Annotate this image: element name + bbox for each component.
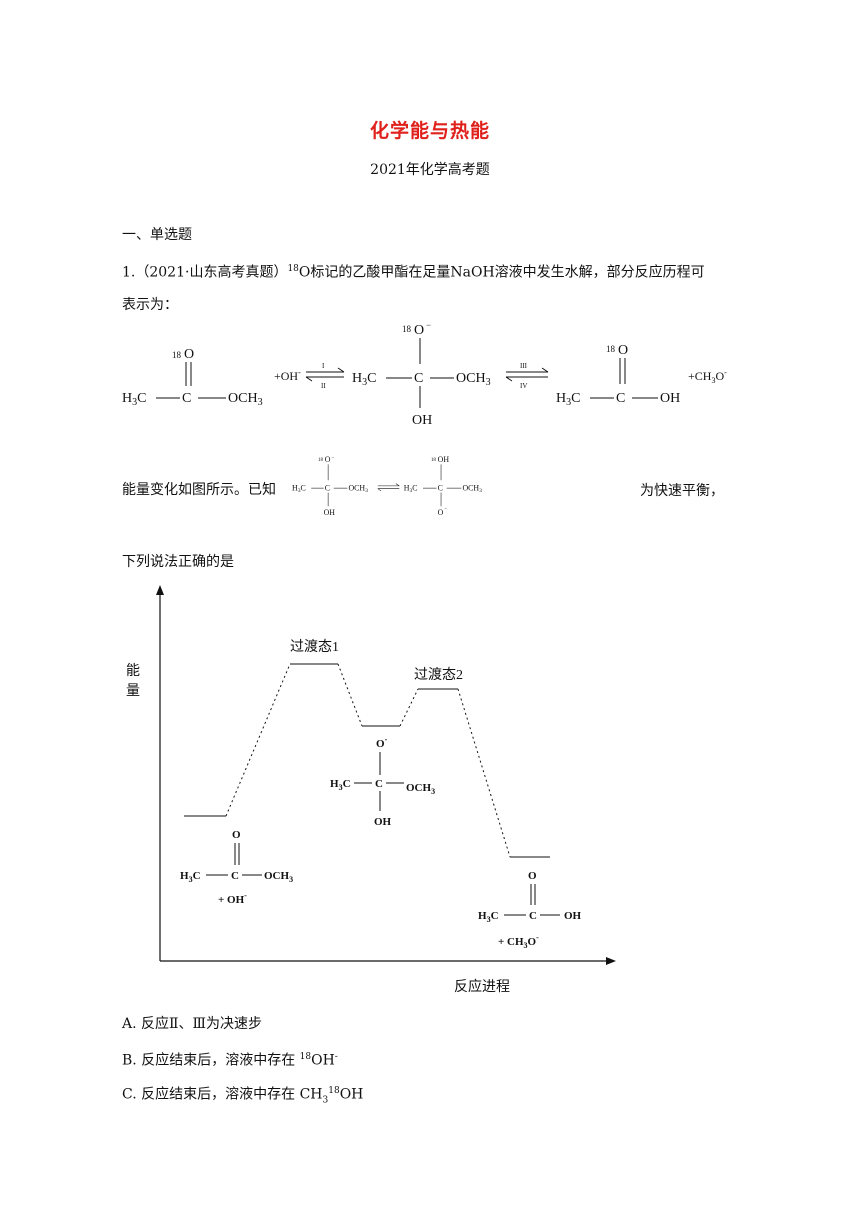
y-label-2: 量 (126, 683, 140, 699)
x-label: 反应进程 (454, 978, 510, 995)
svg-text:−: − (426, 320, 431, 330)
svg-text:OCH3: OCH3 (406, 782, 435, 796)
x-axis-arrow (606, 957, 616, 965)
svg-text:C: C (529, 910, 537, 922)
arrow-label-ii: II (321, 382, 326, 390)
section-heading: 一、单选题 (122, 227, 192, 243)
svg-text:OCH3: OCH3 (264, 870, 293, 884)
svg-text:C: C (438, 483, 443, 492)
option-b[interactable]: B. 反应结束后，溶液中存在 18OH- (122, 1052, 338, 1069)
svg-text:OCH3: OCH3 (348, 483, 368, 494)
fast-equilibrium-scheme: 18 O − H3C C OCH3 OH 18 OH H3C C OCH3 O … (292, 455, 482, 517)
option-a-label: A. (122, 1016, 137, 1032)
arrow-label-i: I (322, 362, 325, 370)
option-c-isotope: 18 (328, 1086, 340, 1096)
option-c[interactable]: C. 反应结束后，溶液中存在 CH318OH (122, 1086, 364, 1106)
page-subtitle: 2021年化学高考题 (370, 162, 490, 178)
svg-text:O: O (438, 508, 444, 517)
energy-diagram: 能 量 反应进程 过渡态1 过渡态2 O- H3C C OCH3 OH O H3… (126, 585, 616, 995)
plus-ch3o: +CH (688, 369, 712, 383)
middle-text-pre: 能量变化如图所示。已知 (122, 482, 276, 498)
svg-text:C: C (231, 870, 239, 882)
svg-text:OH: OH (438, 455, 450, 464)
svg-text:H3C: H3C (180, 870, 201, 884)
svg-text:OH: OH (324, 508, 336, 517)
question-source: （2021·山东高考真题） (135, 264, 288, 281)
svg-text:+ CH3O-: + CH3O- (498, 933, 539, 950)
option-c-text: 反应结束后，溶液中存在 (141, 1086, 296, 1103)
question-stem-line1: 1.（2021·山东高考真题）18O标记的乙酸甲酯在足量NaOH溶液中发生水解，… (122, 259, 705, 283)
option-a[interactable]: A. 反应Ⅱ、Ⅲ为决速步 (122, 1014, 262, 1034)
plus-oh: +OH (274, 369, 298, 383)
svg-text:OCH3: OCH3 (456, 371, 491, 388)
svg-text:H3C: H3C (478, 910, 499, 924)
svg-text:H3C: H3C (404, 483, 418, 494)
arrow-label-iii: III (520, 362, 528, 370)
svg-text:−: − (332, 455, 335, 461)
diagram-plus-oh: + OH (218, 894, 245, 906)
svg-text:C: C (325, 483, 330, 492)
svg-text:OH: OH (564, 910, 582, 922)
reaction-scheme: 18 O H3C C OCH3 +OH- I II 18 O − H3C C O… (122, 320, 727, 428)
svg-text:+ OH-: + OH- (218, 891, 247, 906)
svg-text:O: O (528, 870, 537, 882)
ts1-label: 过渡态1 (290, 639, 339, 655)
svg-text:C: C (375, 778, 383, 790)
svg-text:18: 18 (431, 457, 437, 463)
svg-text:18: 18 (606, 344, 616, 354)
y-label-1: 能 (126, 663, 140, 679)
question-lead: 下列说法正确的是 (122, 554, 234, 570)
page-title: 化学能与热能 (369, 120, 490, 142)
middle-text-post: 为快速平衡， (640, 483, 724, 499)
svg-text:O: O (414, 323, 424, 338)
option-b-label: B. (122, 1052, 137, 1069)
diagram-plus-ch3o: + CH (498, 936, 524, 948)
option-b-tail: OH (311, 1052, 335, 1069)
question-text: O标记的乙酸甲酯在足量NaOH溶液中发生水解，部分反应历程可 (298, 264, 705, 281)
reactant-och3: OCH (228, 391, 258, 406)
svg-text:OCH3: OCH3 (228, 391, 263, 408)
svg-text:18: 18 (318, 457, 324, 463)
svg-text:O: O (618, 343, 628, 358)
option-b-text: 反应结束后，溶液中存在 (141, 1052, 296, 1069)
option-b-isotope: 18 (299, 1052, 312, 1062)
svg-text:O: O (325, 455, 331, 464)
svg-text:O: O (232, 829, 241, 841)
svg-text:O-: O- (376, 735, 388, 750)
svg-text:H3C: H3C (330, 778, 351, 792)
y-axis-arrow (156, 585, 164, 595)
svg-text:C: C (616, 391, 625, 406)
svg-text:H3C: H3C (292, 483, 306, 494)
svg-text:OH: OH (374, 816, 392, 828)
svg-text:−: − (444, 507, 447, 513)
option-c-tail: OH (339, 1086, 364, 1103)
reactant-h3c: H (122, 391, 132, 406)
svg-text:H3C: H3C (352, 371, 376, 388)
reactant-isotope: 18 (172, 350, 182, 360)
svg-text:OH: OH (660, 391, 680, 406)
svg-text:O: O (184, 347, 194, 362)
svg-text:+CH3O-: +CH3O- (688, 368, 727, 385)
isotope-label: 18 (287, 264, 299, 274)
svg-text:C: C (182, 391, 191, 406)
svg-text:OCH3: OCH3 (462, 483, 482, 494)
svg-text:C: C (414, 371, 423, 386)
arrow-label-iv: IV (520, 382, 527, 390)
svg-text:18: 18 (402, 324, 412, 334)
svg-text:H3C: H3C (122, 391, 146, 408)
svg-text:H3C: H3C (556, 391, 580, 408)
ts2-label: 过渡态2 (414, 667, 463, 683)
question-stem-line2: 表示为： (122, 297, 178, 313)
option-c-label: C. (122, 1086, 137, 1103)
question-number: 1. (122, 264, 136, 281)
svg-text:+OH-: +OH- (274, 368, 301, 383)
option-a-text: 反应Ⅱ、Ⅲ为决速步 (141, 1016, 263, 1032)
svg-text:OH: OH (412, 413, 432, 428)
